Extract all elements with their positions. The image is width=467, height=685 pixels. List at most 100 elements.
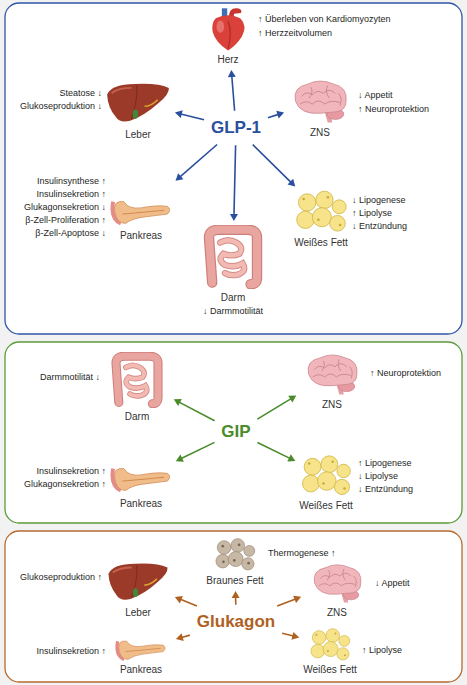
effect-text: Glukagonsekretion ↑ [24,479,106,490]
connector-line [179,402,214,421]
connector-line [257,399,291,419]
connector-line [180,145,217,177]
effect-text: ↓ Darmmotilität [203,306,263,317]
liver-icon [107,84,169,122]
effect-text: ↑ Lipolyse [352,208,392,219]
effect-text: Insulinsekretion ↑ [36,189,106,200]
organ-name: Herz [217,54,238,66]
effect-text: β-Zell-Apoptose ↓ [35,228,106,239]
arrow-head [175,596,183,603]
effect-text: Insulinsekretion ↑ [36,646,106,657]
organ-group: ZNS ↓ Appetit ↑ Neuroprotektion [286,76,431,141]
organ-group: LeberGlukoseproduktion ↑ [18,558,173,621]
gut-icon [116,356,158,404]
organ-group: ZNS ↓ Appetit [303,560,412,621]
arrow-connector [282,632,299,640]
arrow-head [176,454,184,461]
arrow-connector [176,145,218,181]
arrow-head [174,399,182,406]
arrow-connector [176,442,215,461]
arrow-connector [257,442,295,461]
organ-group: PankreasInsulinsekretion ↑ [34,634,174,678]
brown-fat-icon [216,539,255,570]
arrow-connector [176,633,190,641]
organ-group: Weißes Fett↑ Lipogenese↓ Lipolyse↓ Entzü… [297,453,415,514]
effect-text: ↑ Überleben von Kardiomyozyten [258,14,391,25]
effect-text: Glukoseproduktion ↓ [20,101,102,112]
effect-text: β-Zell-Proliferation ↑ [25,215,106,226]
effect-text: Thermogenese ↑ [268,548,336,559]
arrow-connector [277,596,301,606]
organ-group: Pankreas Insulinsekretion ↑ Glukagonsekret… [22,460,174,512]
organ-group: PankreasInsulinsynthese ↑Insulinsekretio… [22,174,174,244]
connector-line [277,599,295,606]
arrow-head [276,111,284,119]
organ-name: ZNS [310,127,330,139]
arrow-head [228,70,236,77]
effect-text: ↓ Entzündung [358,484,413,495]
organ-group: Herz ↑ Überleben von Kardiomyozyten ↑ Herz… [203,4,393,68]
effect-text: ↓ Appetit [375,578,410,589]
arrow-head [288,179,296,187]
hormone-label: GLP-1 [211,118,261,138]
organ-name: Darm [221,292,245,304]
connector-line [181,114,204,120]
effect-text: ↑ Neuroprotektion [358,104,429,115]
organ-name: Pankreas [120,498,162,510]
organ-name: Weißes Fett [299,500,353,512]
organ-name: Leber [125,607,151,619]
connector-line [282,633,293,636]
arrow-head [287,454,295,461]
effect-text: ↓ Appetit [358,90,393,101]
effect-text: Darmmotilität ↓ [40,372,100,383]
pancreas-icon [112,202,169,224]
arrow-head [293,596,301,603]
arrow-connector [174,399,215,421]
connector-line [234,145,236,215]
effect-text: Glukagonsekretion ↓ [24,202,106,213]
effect-text: ↑ Lipolyse [362,645,402,656]
effect-text: ↓ Lipolyse [358,471,398,482]
arrow-head [175,110,183,118]
brain-icon [308,355,357,395]
organ-group: LeberSteatose ↓Glukoseproduktion ↓ [18,78,173,143]
connector-line [232,76,235,111]
organ-group: ZNS↑ Neuroprotektion [298,350,443,413]
organ-group: Darm Darmmotilität ↓ [38,350,172,425]
organ-name: Pankreas [120,230,162,242]
arrow-head [291,632,299,640]
effect-text: ↑ Herzzeitvolumen [258,28,332,39]
organ-name: Weißes Fett [294,237,348,249]
connector-line [182,635,190,637]
effect-text: Steatose ↓ [59,88,102,99]
arrow-connector [175,110,204,120]
arrow-connector [232,591,240,605]
liver-icon [108,564,167,600]
white-fat-icon [297,191,346,231]
organ-name: Darm [125,411,149,423]
effect-text: Insulinsekretion ↑ [36,466,106,477]
hormone-hub: GIP [216,417,255,447]
connector-line [257,442,290,458]
brain-icon [295,81,346,122]
white-fat-icon [311,629,350,660]
connector-line [235,597,237,605]
organ-group: Darm ↓ Darmmotilität [198,223,268,319]
connector-line [253,145,291,183]
organ-name: ZNS [322,399,342,411]
arrow-head [230,214,238,221]
arrow-head [176,633,184,641]
connector-line [181,442,214,458]
pancreas-icon [112,469,169,491]
arrow-connector [175,596,197,606]
hormone-label: GIP [221,422,250,442]
effect-text: ↓ Entzündung [352,221,407,232]
brain-icon [314,565,361,603]
organ-name: Braunes Fett [206,575,263,587]
arrow-connector [253,145,295,187]
organ-group: Braunes Fett Thermogenese ↑ [204,536,337,589]
organ-name: ZNS [327,607,347,619]
glp1-panel [5,3,462,334]
arrow-head [176,173,184,181]
